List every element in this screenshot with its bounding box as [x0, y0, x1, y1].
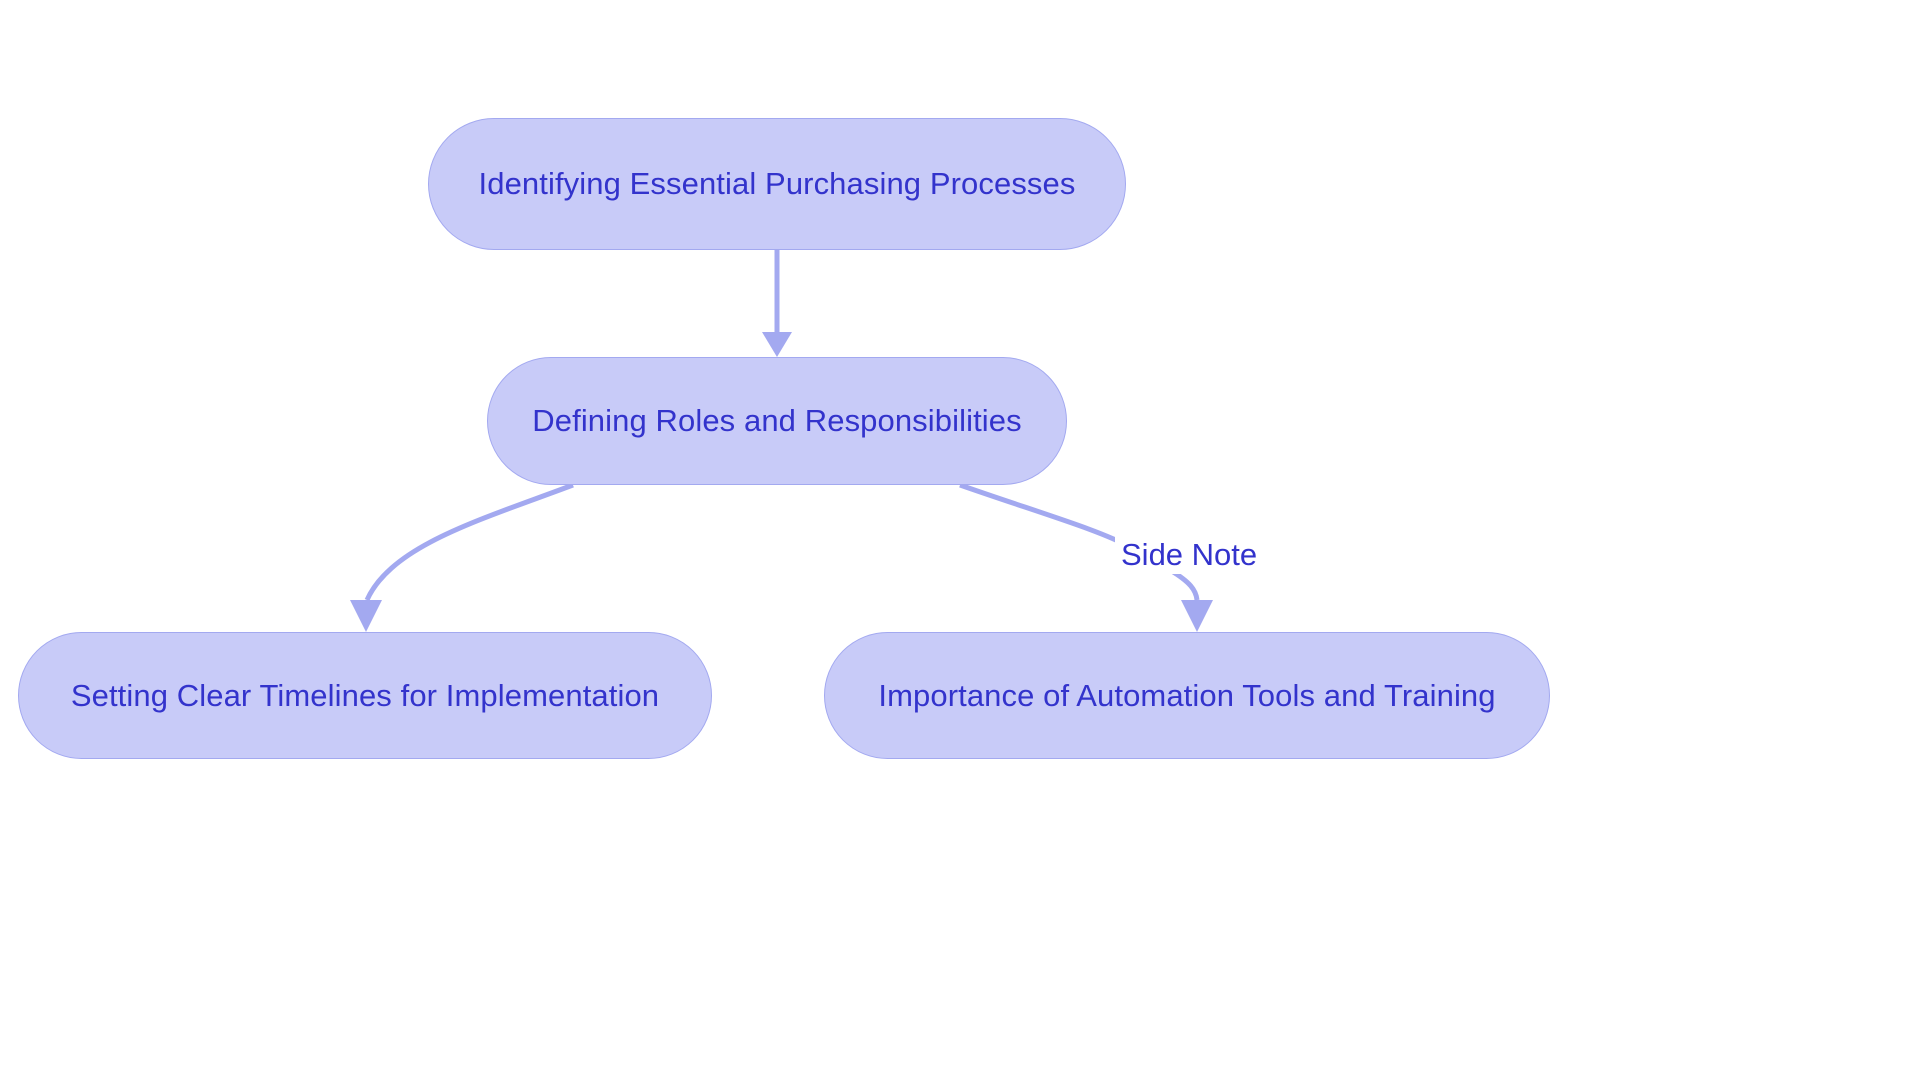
edge-n2-n3-path — [364, 482, 574, 602]
node-label: Setting Clear Timelines for Implementati… — [70, 677, 660, 713]
edge-n2-n3 — [350, 482, 574, 632]
node-label: Defining Roles and Responsibilities — [532, 403, 1022, 439]
edge-label-side-note: Side Note — [1115, 536, 1264, 575]
edge-n2-n4-path-lower — [1168, 567, 1200, 601]
node-label: Identifying Essential Purchasing Process… — [478, 166, 1076, 202]
node-importance-of-automation-tools-and-training[interactable]: Importance of Automation Tools and Train… — [824, 632, 1550, 759]
edge-n2-n4-arrowhead — [1181, 600, 1213, 632]
edge-n1-n2 — [762, 250, 792, 357]
node-defining-roles-and-responsibilities[interactable]: Defining Roles and Responsibilities — [487, 357, 1067, 485]
node-identifying-essential-purchasing-processes[interactable]: Identifying Essential Purchasing Process… — [428, 118, 1126, 250]
edge-n1-n2-arrowhead — [762, 332, 792, 357]
node-label: Importance of Automation Tools and Train… — [878, 677, 1496, 713]
edge-n2-n4-path-upper — [959, 482, 1134, 551]
edge-n2-n3-arrowhead — [350, 600, 382, 632]
node-setting-clear-timelines-for-implementation[interactable]: Setting Clear Timelines for Implementati… — [18, 632, 712, 759]
